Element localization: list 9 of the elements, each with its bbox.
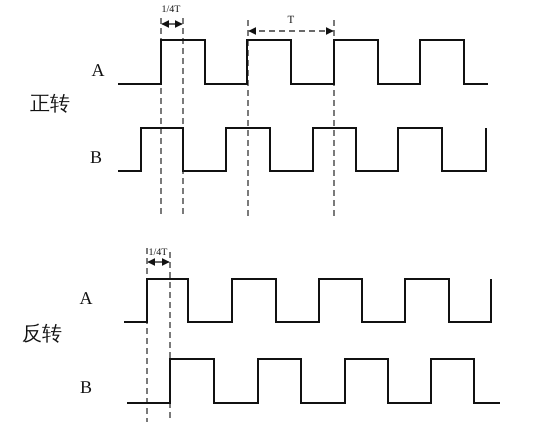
signal-label: A bbox=[92, 61, 104, 79]
direction-label: 正转 bbox=[30, 93, 70, 113]
direction-label: 反转 bbox=[22, 323, 62, 343]
signal-label: A bbox=[80, 289, 92, 307]
signal-label: B bbox=[80, 378, 92, 396]
dimension-label: 1/4T bbox=[148, 248, 168, 258]
signal-label: B bbox=[90, 148, 102, 166]
dimension-label: 1/4T bbox=[162, 5, 180, 15]
dimension-label: T bbox=[288, 14, 294, 26]
